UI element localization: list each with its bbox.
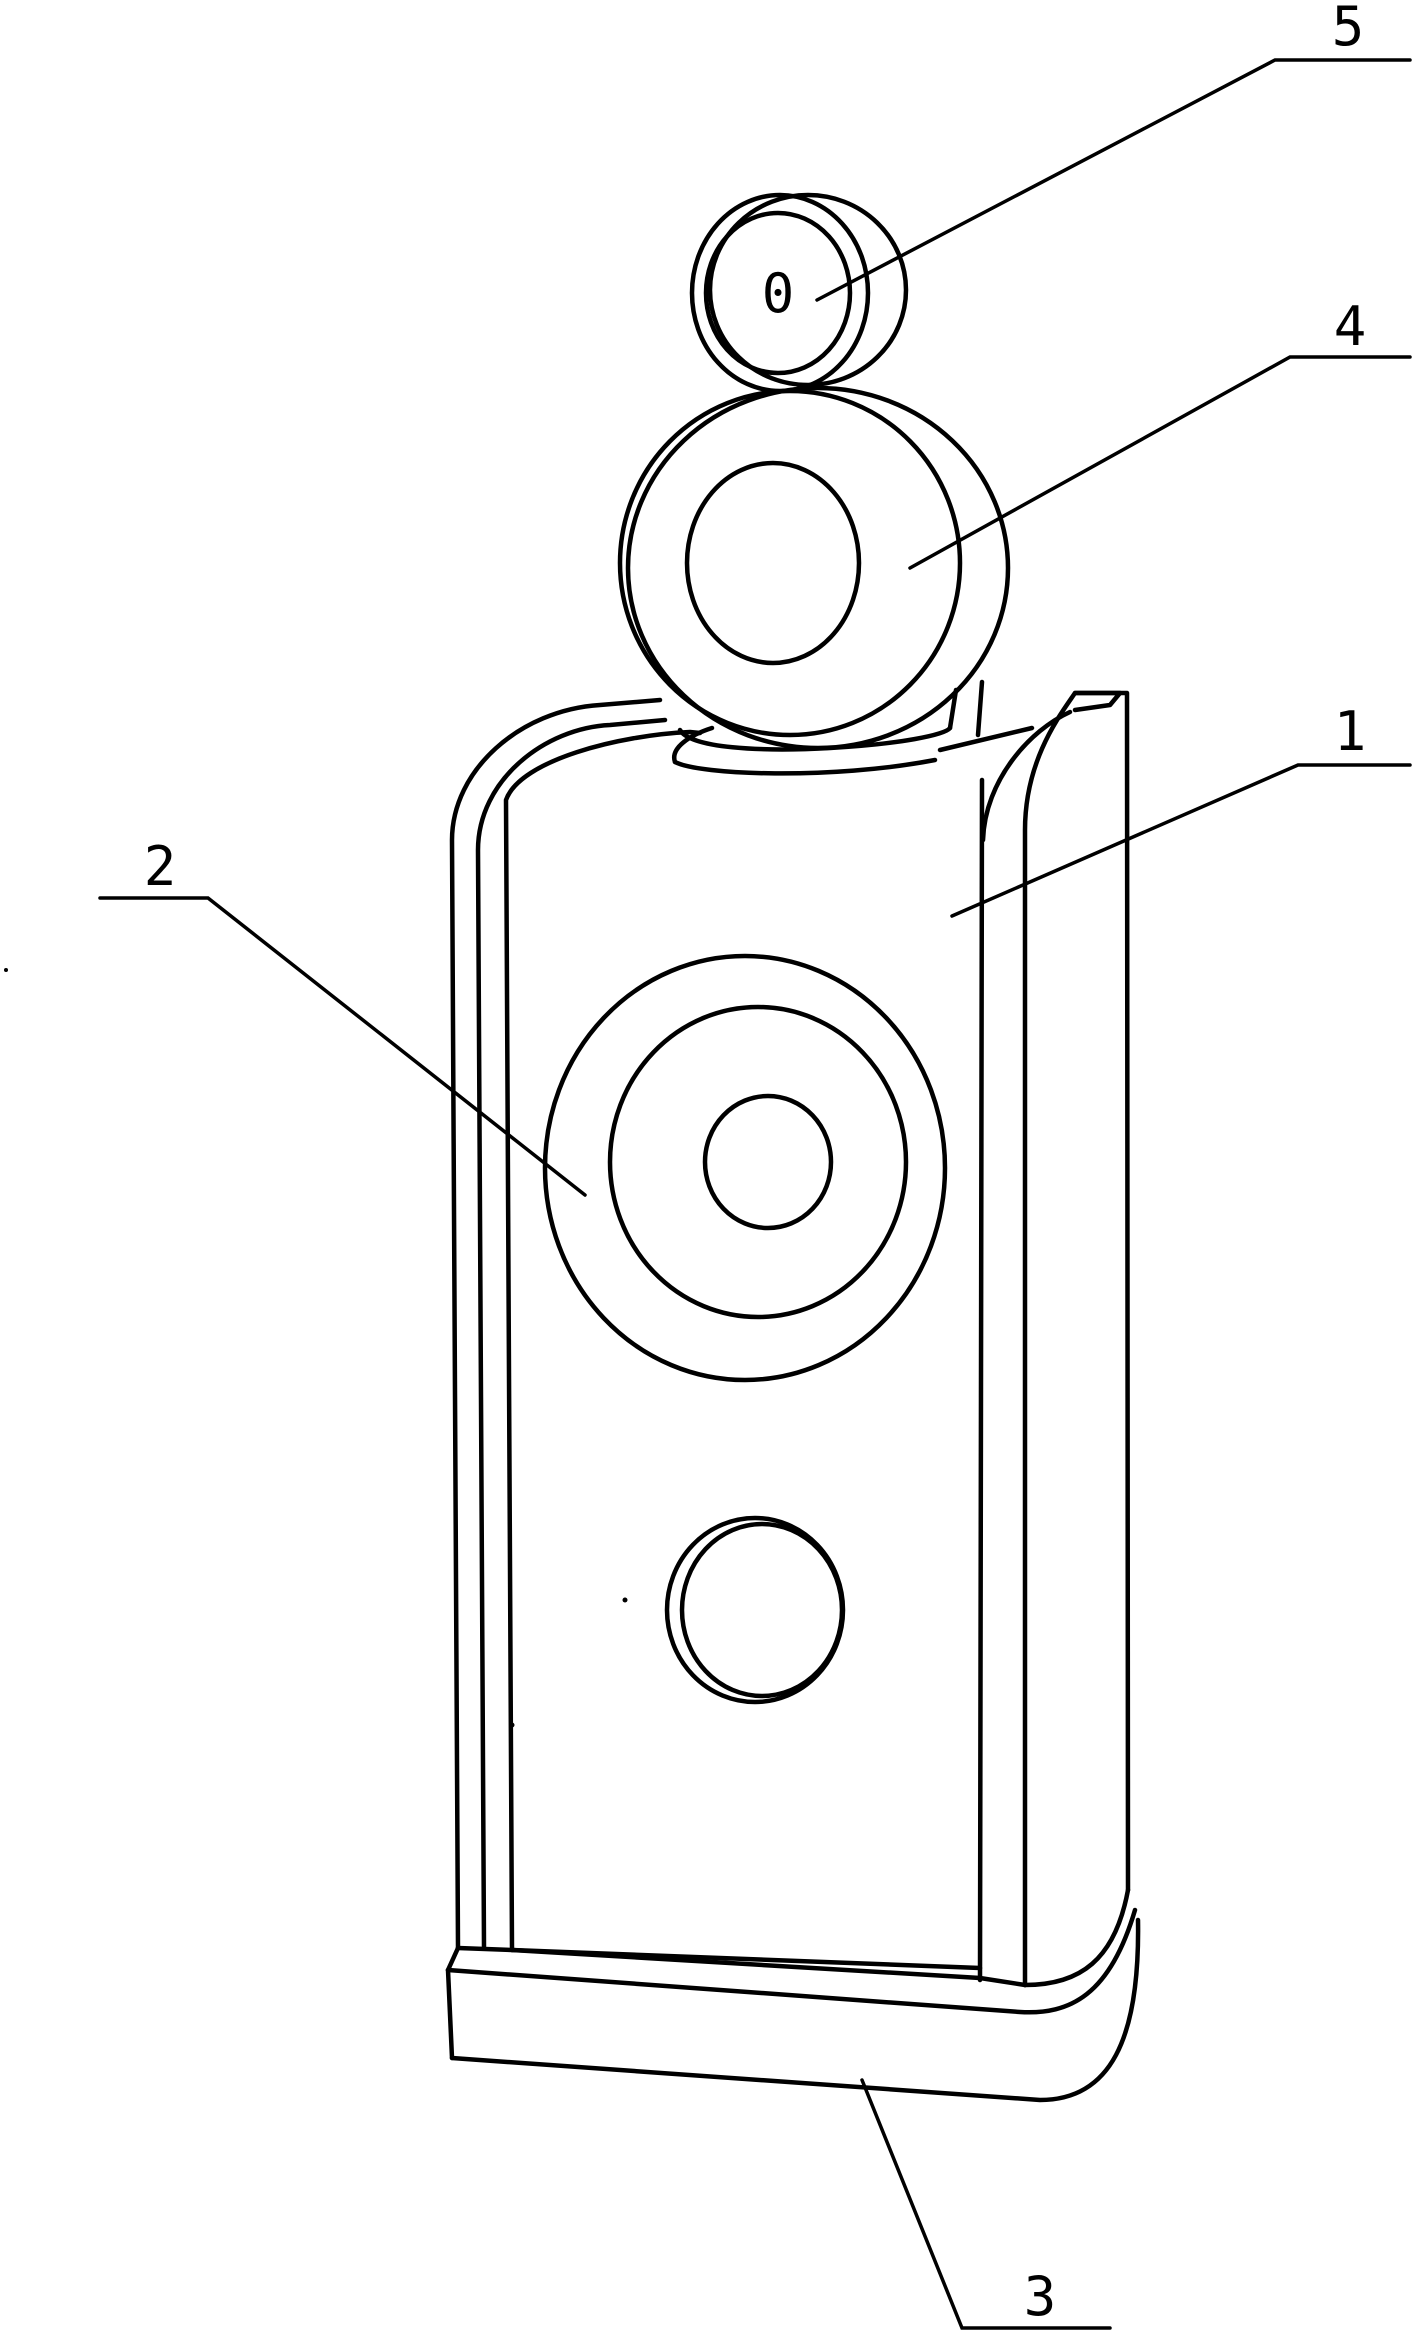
midrange-neck (677, 725, 953, 752)
base-plinth (445, 1907, 1141, 2103)
base-top-edge (445, 1907, 1138, 2015)
front-panel-bottom (455, 1945, 1028, 1988)
cabinet-right-wing-top (1072, 690, 1123, 713)
base-top-left-lip (445, 1945, 461, 1973)
front-panel-top-right (937, 725, 1035, 753)
tweeter-head: 0 (689, 192, 909, 394)
front-panel-left-edge (503, 729, 703, 1953)
cabinet-mark-dot-2 (622, 1597, 628, 1603)
tweeter-dome (703, 210, 853, 376)
callout-label-4: 4 (1334, 295, 1367, 358)
tweeter-mark: 0 (762, 262, 795, 325)
callout-label-3: 3 (1024, 2265, 1057, 2328)
midrange-driver-cone (684, 460, 862, 666)
midrange-head-front-ring (617, 388, 963, 738)
tweeter-front-ring (689, 192, 871, 394)
cabinet-right-wing-inner (980, 709, 1073, 843)
reflex-port-inner (679, 1521, 845, 1699)
bass-driver-outer-ring (542, 953, 948, 1383)
bass-driver-middle-ring (607, 1004, 909, 1320)
callout-label-1: 1 (1334, 700, 1367, 763)
margin-mark-dot (4, 968, 8, 972)
bass-driver (542, 953, 948, 1383)
callouts: 5 4 1 2 3 (98, 0, 1412, 2330)
callout-label-5: 5 (1332, 0, 1365, 58)
callout-label-2: 2 (144, 835, 177, 898)
front-panel-right-edge (977, 777, 985, 1983)
cabinet (4, 690, 1131, 1988)
cabinet-second-left-edge (475, 717, 668, 1951)
midrange-neck-left (672, 725, 715, 765)
leader-line-1 (950, 763, 1412, 918)
midrange-neck-right-post (947, 687, 959, 731)
bass-driver-dust-cap (702, 1093, 834, 1231)
leader-line-4 (908, 355, 1412, 570)
leader-line-3 (860, 2078, 1112, 2330)
front-panel-lower-line (509, 1947, 983, 1971)
midrange-neck-right-post-2 (975, 679, 985, 738)
leader-line-5 (815, 58, 1412, 302)
reflex-port (664, 1515, 846, 1705)
cabinet-outer-left-edge (449, 697, 663, 1951)
midrange-neck-base (672, 757, 938, 776)
midrange-head (617, 385, 1011, 776)
leader-line-2 (98, 896, 587, 1197)
cabinet-right-wing-outer (1022, 690, 1131, 1988)
base-front-left (445, 1967, 455, 2061)
cabinet-lower-right-corner (1022, 1887, 1131, 1988)
cabinet-mark-dot (509, 1722, 515, 1728)
base-bottom-edge (449, 1917, 1141, 2103)
